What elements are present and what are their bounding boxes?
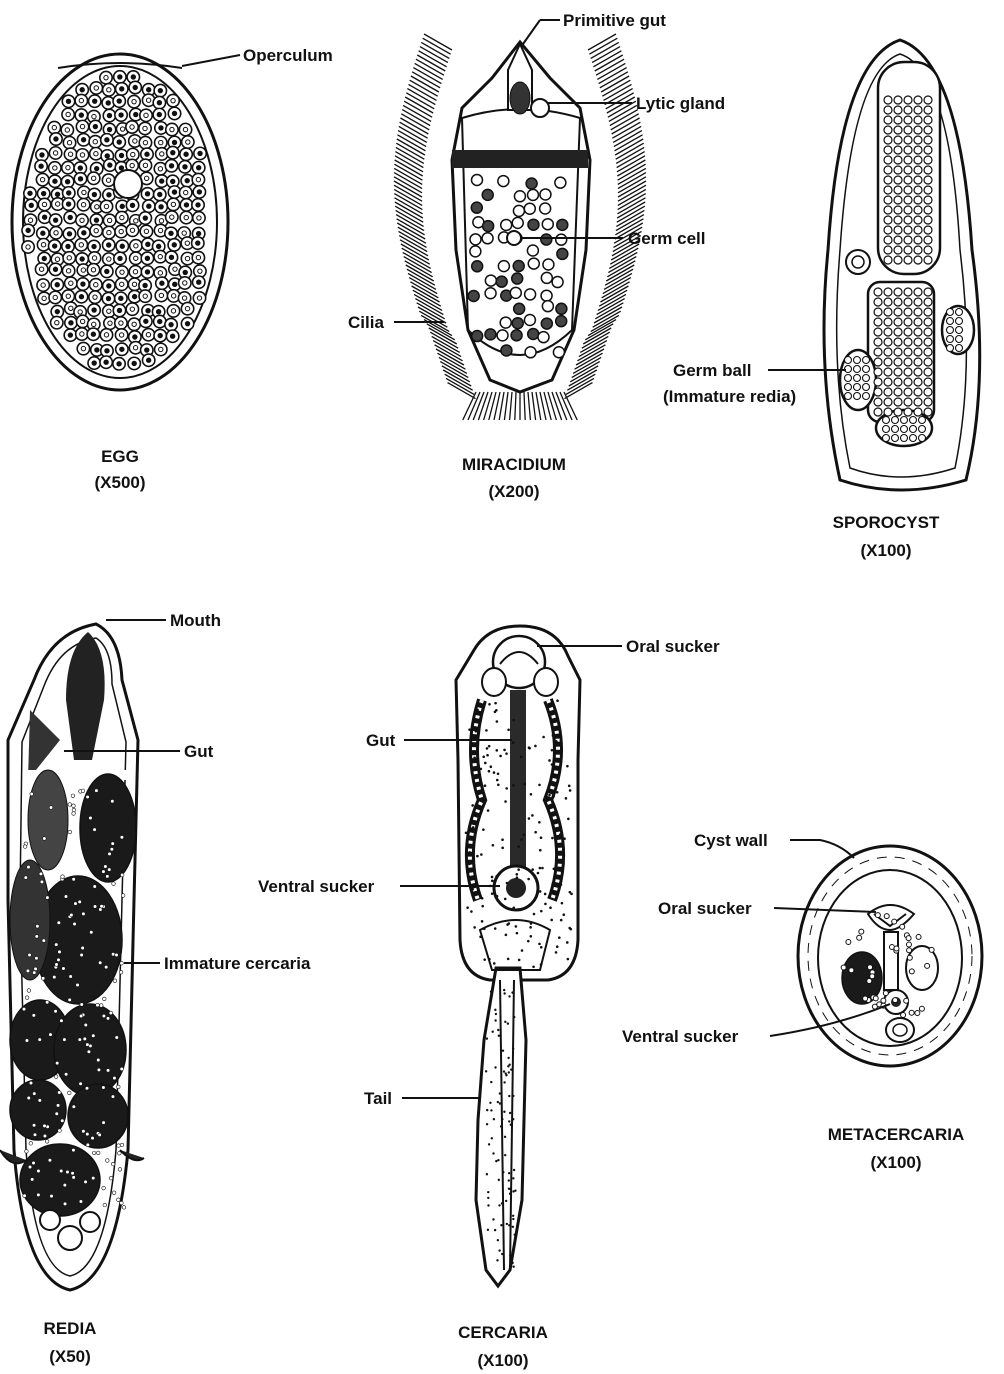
operculum-pointer	[182, 55, 240, 66]
egg-caption: EGG	[101, 447, 139, 466]
immature-redia-label: (Immature redia)	[663, 387, 796, 406]
primitive-gut-pointer-b	[523, 20, 540, 44]
redia-gut-label: Gut	[184, 742, 214, 761]
sporocyst-magnification: (X100)	[860, 541, 911, 560]
sporocyst-figure	[824, 40, 980, 490]
primitive-gut-label: Primitive gut	[563, 11, 666, 30]
metacercaria-magnification: (X100)	[870, 1153, 921, 1172]
cyst-wall-label: Cyst wall	[694, 831, 768, 850]
cercaria-figure	[456, 626, 580, 1286]
redia-caption: REDIA	[44, 1319, 97, 1338]
cyst-wall-pointer	[790, 840, 854, 858]
cercaria-magnification: (X100)	[477, 1351, 528, 1370]
metacercaria-oral-sucker-label: Oral sucker	[658, 899, 752, 918]
metacercaria-figure	[798, 846, 982, 1066]
cercaria-caption: CERCARIA	[458, 1323, 548, 1342]
immature-cercaria-label: Immature cercaria	[164, 954, 311, 973]
miracidium-caption: MIRACIDIUM	[462, 455, 566, 474]
egg-magnification: (X500)	[94, 473, 145, 492]
operculum-label: Operculum	[243, 46, 333, 65]
miracidium-figure	[394, 34, 646, 420]
germ-cell-label: Germ cell	[628, 229, 706, 248]
cercaria-ventral-sucker-label: Ventral sucker	[258, 877, 375, 896]
egg-figure	[12, 54, 228, 390]
cercaria-gut-label: Gut	[366, 731, 396, 750]
metacercaria-caption: METACERCARIA	[828, 1125, 965, 1144]
germ-ball-label: Germ ball	[673, 361, 751, 380]
miracidium-magnification: (X200)	[488, 482, 539, 501]
redia-magnification: (X50)	[49, 1347, 91, 1366]
cercaria-oral-sucker-label: Oral sucker	[626, 637, 720, 656]
metacercaria-ventral-sucker-label: Ventral sucker	[622, 1027, 739, 1046]
mouth-label: Mouth	[170, 611, 221, 630]
redia-figure	[0, 624, 144, 1290]
tail-label: Tail	[364, 1089, 392, 1108]
sporocyst-caption: SPOROCYST	[833, 513, 940, 532]
lytic-gland-label: Lytic gland	[636, 94, 725, 113]
cilia-label: Cilia	[348, 313, 384, 332]
